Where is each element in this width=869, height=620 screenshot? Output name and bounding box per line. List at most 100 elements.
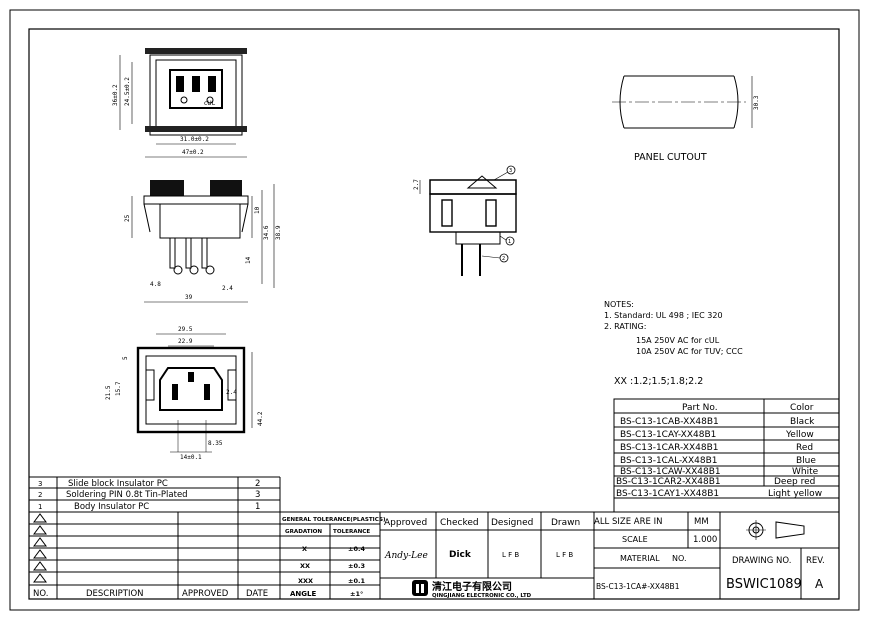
part-row-5: BS-C13-1CAW-XX48B1 xyxy=(620,467,721,477)
title-block: 3 Slide block Insulator PC 2 2 Soldering… xyxy=(29,399,839,599)
notes-line1: 1. Standard: UL 498 ; IEC 320 xyxy=(604,311,723,320)
dim-side-a: 10 xyxy=(254,206,261,214)
size-unit: MM xyxy=(694,517,709,527)
part-row-6: BS-C13-1CAR2-XX48B1 xyxy=(616,477,721,487)
scale-label: SCALE xyxy=(622,535,648,544)
rev-header-description: DESCRIPTION xyxy=(86,589,144,599)
color-row-5: White xyxy=(792,467,819,477)
drawing-value: BSWIC1089 xyxy=(726,577,802,592)
parts-header-part: Part No. xyxy=(682,403,718,413)
notes-title: NOTES: xyxy=(604,300,634,309)
tol-t-3: ±0.1 xyxy=(348,577,365,585)
bom-qty-3: 1 xyxy=(255,502,260,512)
signoff-approved: Andy-Lee xyxy=(384,551,428,561)
dim-front-h3: 15.7 xyxy=(115,381,122,396)
dim-top-h1: 36±0.2 xyxy=(112,84,119,106)
callout-2: 2 xyxy=(502,256,505,262)
part-row-4: BS-C13-1CAL-XX48B1 xyxy=(620,456,717,466)
size-label: ALL SIZE ARE IN xyxy=(594,517,662,527)
panel-cutout-label: PANEL CUTOUT xyxy=(634,152,707,163)
bom-desc-2: Soldering PIN 0.8t Tin-Plated xyxy=(66,490,188,500)
tol-t-4: ±1° xyxy=(350,590,363,598)
rev-header-approved: APPROVED xyxy=(182,589,229,599)
dim-front-w2: 22.9 xyxy=(178,338,193,345)
color-row-2: Yellow xyxy=(785,430,814,440)
dim-side-e: 4.8 xyxy=(150,281,161,288)
material-value: BS-C13-1CA#-XX48B1 xyxy=(596,582,680,591)
dim-side-f: 2.4 xyxy=(222,285,233,292)
signoff-h-approved: Approved xyxy=(384,518,427,528)
company-name-cn: 清江电子有限公司 xyxy=(432,580,512,593)
bom-qty-2: 3 xyxy=(255,490,260,500)
bom-desc-3: Body Insulator PC xyxy=(74,502,149,512)
parts-header-color: Color xyxy=(790,403,814,413)
dim-side-d: 14 xyxy=(245,256,252,264)
rev-label: REV. xyxy=(806,556,825,566)
signoff-h-designed: Designed xyxy=(491,518,533,528)
company-name-en: QINGJIANG ELECTRONIC CO., LTD xyxy=(432,593,532,599)
center-view: 2.7 3 1 2 xyxy=(413,165,517,276)
callout-3: 3 xyxy=(509,168,512,174)
color-row-1: Black xyxy=(790,417,815,427)
side-view: 25 10 34.6 38.9 14 4.8 2.4 39 xyxy=(124,180,282,303)
parts-table: Part No. Color BS-C13-1CAB-XX48B1 Black … xyxy=(613,398,840,499)
signoff-checked: Dick xyxy=(449,550,472,560)
dim-side-c: 38.9 xyxy=(275,225,282,240)
panel-cutout: 30.3 PANEL CUTOUT xyxy=(612,75,760,163)
dim-front-h4: 44.2 xyxy=(257,411,264,426)
tolerance-col2: TOLERANCE xyxy=(333,529,370,535)
panel-cutout-dim: 30.3 xyxy=(753,95,760,110)
part-row-2: BS-C13-1CAY-XX48B1 xyxy=(620,430,716,440)
dim-top-h2: 24.5±0.2 xyxy=(124,77,131,106)
dim-top-w1: 31.0±0.2 xyxy=(180,136,209,143)
bom-qty-1: 2 xyxy=(255,479,260,489)
dim-side-b: 34.6 xyxy=(263,225,270,240)
company-logo xyxy=(412,580,428,596)
part-row-1: BS-C13-1CAB-XX48B1 xyxy=(620,417,719,427)
dim-front-s: 2.4 xyxy=(226,389,237,396)
tol-g-1: X xyxy=(302,545,307,553)
revision-triangle-icon xyxy=(33,525,47,535)
color-row-6: Deep red xyxy=(774,477,815,487)
notes-xx: XX :1.2;1.5;1.8;2.2 xyxy=(614,376,703,387)
tolerance-col1: GRADATION xyxy=(285,529,322,535)
notes-line3: 15A 250V AC for cUL xyxy=(636,336,720,345)
signoff-designed: L F B xyxy=(502,551,519,559)
dim-center-ref: 2.7 xyxy=(413,179,420,190)
rev-header-date: DATE xyxy=(246,589,268,599)
tol-t-1: ±0.4 xyxy=(348,545,365,553)
material-label: MATERIAL xyxy=(620,554,660,563)
signoff-h-drawn: Drawn xyxy=(551,518,580,528)
signoff-h-checked: Checked xyxy=(440,518,479,528)
material-no-label: NO. xyxy=(672,554,687,563)
tol-g-4: ANGLE xyxy=(290,590,316,598)
notes-line2: 2. RATING: xyxy=(604,322,646,331)
color-row-3: Red xyxy=(796,443,813,453)
dim-top-w2: 47±0.2 xyxy=(182,149,204,156)
part-row-7: BS-C13-1CAY1-XX48B1 xyxy=(616,489,719,499)
tolerance-title: GENERAL TOLERANCE(PLASTICS) xyxy=(282,517,386,523)
rev-value: A xyxy=(815,577,824,591)
notes-line4: 10A 250V AC for TUV; CCC xyxy=(636,347,743,356)
dim-side-h: 25 xyxy=(124,214,131,222)
revision-triangle-icon xyxy=(33,513,47,523)
drawing-label: DRAWING NO. xyxy=(732,556,791,566)
dim-front-h1: 5 xyxy=(122,356,129,360)
revision-triangle-icon xyxy=(33,573,47,583)
revision-triangle-icon xyxy=(33,537,47,547)
tol-g-3: XXX xyxy=(298,577,313,585)
dim-front-w1: 29.5 xyxy=(178,326,193,333)
projection-symbol-icon xyxy=(746,520,805,540)
callout-1: 1 xyxy=(508,239,511,245)
sheet-border xyxy=(9,9,860,611)
drawing-frame xyxy=(28,28,840,600)
tol-t-2: ±0.3 xyxy=(348,562,365,570)
revision-triangle-icon xyxy=(33,561,47,571)
bom-no-1: 3 xyxy=(38,480,42,488)
signoff-drawn: L F B xyxy=(556,551,573,559)
part-row-3: BS-C13-1CAR-XX48B1 xyxy=(620,443,719,453)
revision-triangle-icon xyxy=(33,549,47,559)
front-view: 29.5 22.9 5 21.5 15.7 44.2 2.4 14±0.1 8.… xyxy=(105,326,264,461)
dim-front-w3: 14±0.1 xyxy=(180,454,202,461)
svg-text:cUL: cUL xyxy=(204,100,216,107)
